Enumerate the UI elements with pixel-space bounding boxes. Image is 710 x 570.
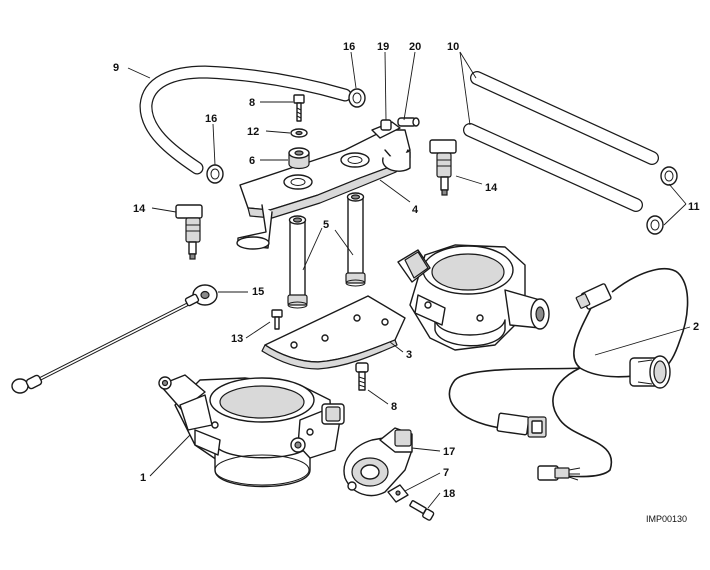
- spacer-5-right: [345, 192, 366, 287]
- hose-9: [139, 65, 352, 175]
- screw-18: [409, 500, 435, 521]
- clamp-11-upper: [660, 166, 678, 186]
- sensor-17: [343, 427, 413, 497]
- bolt-8-top: [293, 94, 305, 122]
- callout-2: 2: [693, 321, 699, 333]
- leader-lines: [127, 51, 691, 509]
- link-rod-15: [11, 284, 218, 394]
- washer-7: [387, 484, 409, 503]
- clamp-16-top: [348, 88, 366, 108]
- image-code: IMP00130: [646, 514, 687, 524]
- clamp-11-lower: [646, 215, 664, 235]
- throttle-body-lower: [158, 374, 345, 488]
- screw-13: [271, 309, 283, 330]
- injector-14-left: [175, 204, 203, 260]
- callout-4: 4: [412, 204, 419, 216]
- callout-15: 15: [252, 286, 264, 298]
- callout-16-left: 16: [205, 113, 217, 125]
- bolt-8-lower: [355, 362, 369, 391]
- callout-13: 13: [231, 333, 243, 345]
- fitting-19: [380, 119, 392, 131]
- callout-3: 3: [406, 349, 412, 361]
- callout-14-right: 14: [485, 182, 498, 194]
- callout-9: 9: [113, 62, 119, 74]
- callout-20: 20: [409, 41, 421, 53]
- callout-labels: 9 16 19 20 10 8 16 12 6 14 4 11 14 5 15 …: [113, 41, 700, 524]
- callout-18: 18: [443, 488, 455, 500]
- callout-10: 10: [447, 41, 459, 53]
- wiring-harness-2: [448, 267, 689, 481]
- washer-12: [290, 128, 308, 138]
- hose-10-lower: [463, 123, 643, 212]
- clamp-16-left: [206, 164, 224, 184]
- callout-8-top: 8: [249, 97, 255, 109]
- callout-8-lower: 8: [391, 401, 397, 413]
- plate-3: [261, 295, 406, 370]
- callout-1: 1: [140, 472, 146, 484]
- bracket-4: [236, 117, 420, 250]
- grommet-6: [288, 147, 310, 170]
- hose-10-upper: [470, 71, 659, 165]
- injector-14-right: [429, 139, 457, 196]
- callout-7: 7: [443, 467, 449, 479]
- callout-11: 11: [688, 201, 700, 213]
- throttle-body-upper: [397, 244, 550, 351]
- callout-6: 6: [249, 155, 255, 167]
- callout-16-top: 16: [343, 41, 355, 53]
- callout-17: 17: [443, 446, 455, 458]
- callout-14-left: 14: [133, 203, 146, 215]
- spacer-5-left: [287, 215, 308, 309]
- callout-19: 19: [377, 41, 389, 53]
- callout-5: 5: [323, 219, 329, 231]
- callout-12: 12: [247, 126, 259, 138]
